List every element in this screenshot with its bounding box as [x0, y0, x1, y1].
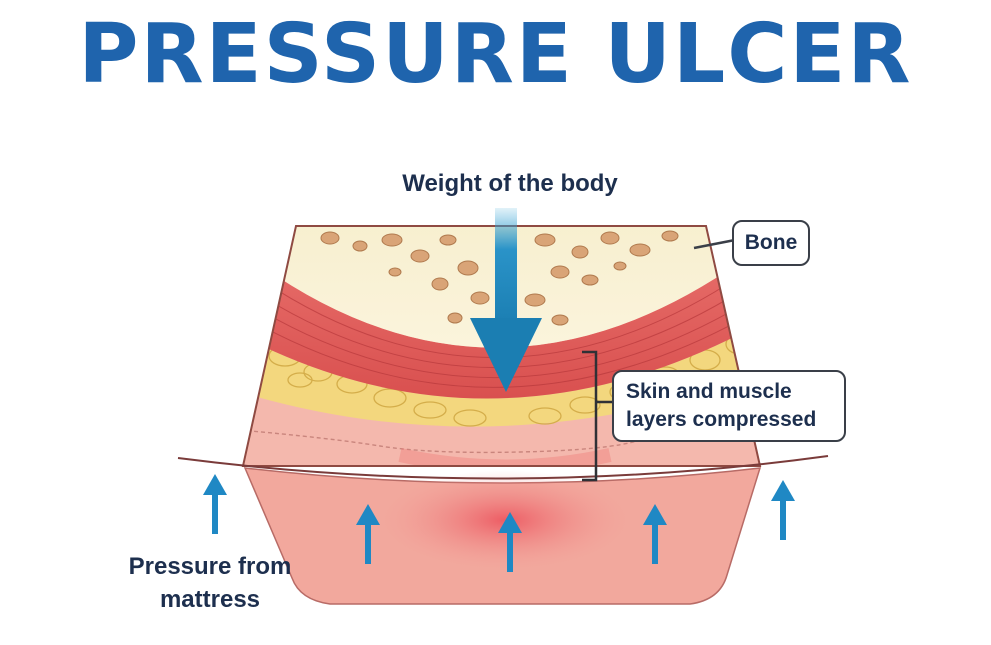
muscle-layer	[243, 240, 760, 399]
wound-redness	[380, 470, 630, 570]
pressure-label: Pressure from mattress	[128, 553, 292, 613]
skin-surface-line	[177, 455, 829, 480]
pressure-up-arrow-icon	[203, 474, 795, 572]
skin-layer	[243, 368, 760, 466]
bone-pointer	[693, 238, 736, 250]
compressed-bracket	[582, 350, 612, 482]
skin-muscle-callout: Skin and muscle layers compressed	[612, 370, 846, 442]
page-title: PRESSURE ULCER	[78, 7, 913, 102]
bone-callout: Bone	[732, 220, 810, 266]
weight-down-arrow-icon	[470, 208, 542, 392]
bone-trabeculae	[320, 230, 679, 340]
weight-label: Weight of the body	[402, 170, 618, 197]
